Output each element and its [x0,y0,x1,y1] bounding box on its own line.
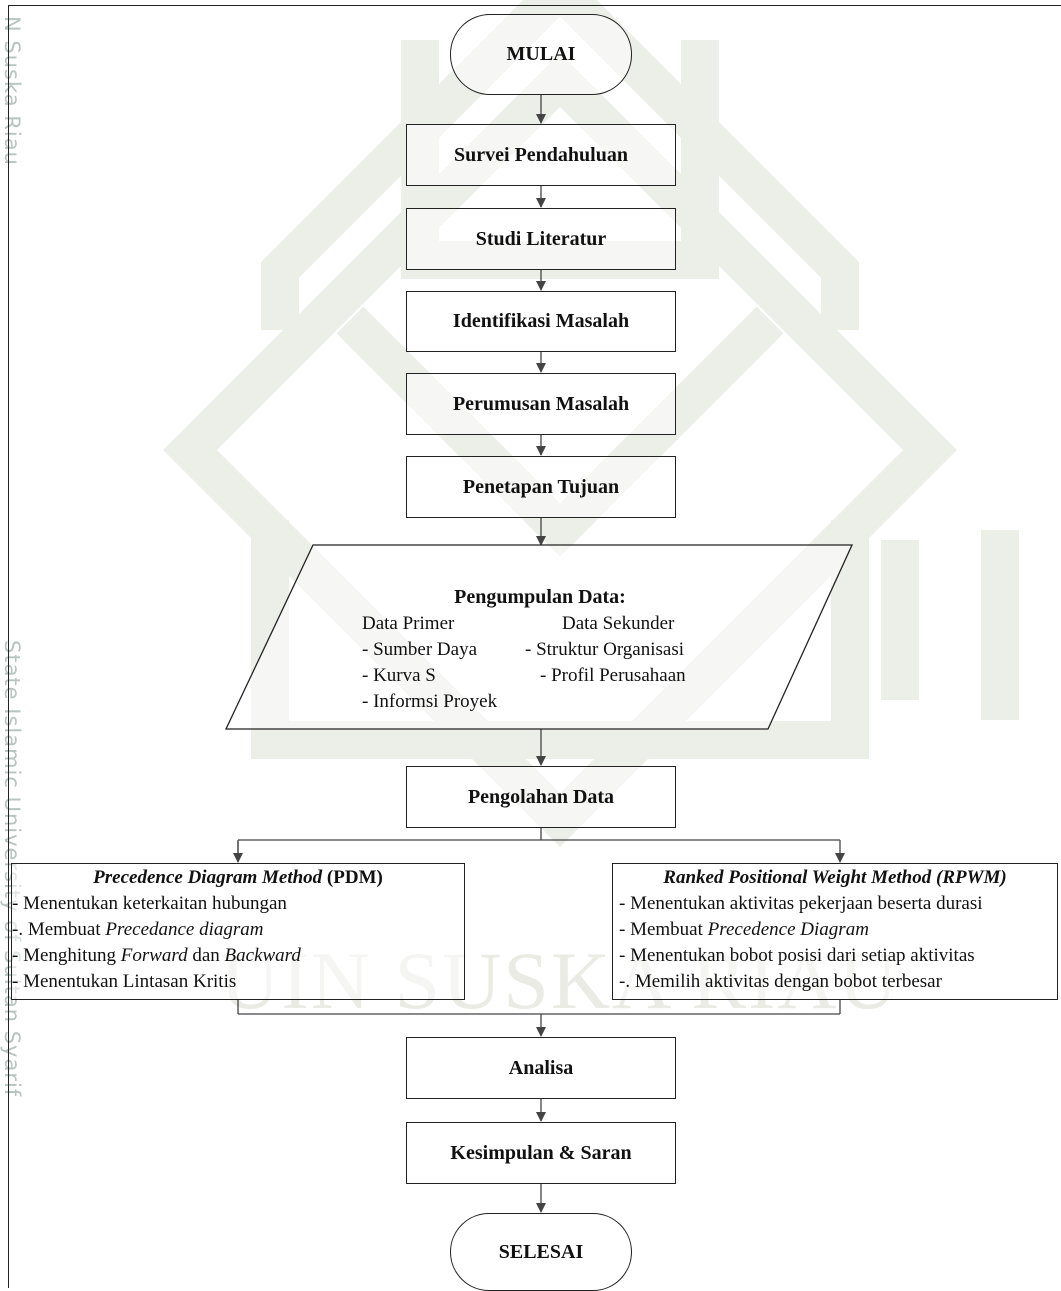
step-survei-pendahuluan: Survei Pendahuluan [406,124,676,186]
pdm-line: - Menentukan keterkaitan hubungan [12,893,287,914]
pdm-line: - Menghitung Forward dan Backward [12,943,464,969]
pdm-title-suffix: (PDM) [322,867,383,888]
pdm-line-text: dan [187,945,225,966]
rpwm-title: Ranked Positional Weight Method (RPWM) [613,865,1057,891]
pdm-title: Precedence Diagram Method (PDM) [12,865,464,891]
end-label: SELESAI [498,1240,584,1263]
step-label: Perumusan Masalah [452,392,630,415]
rpwm-line: - Menentukan aktivitas pekerjaan beserta… [619,893,983,914]
step-label: Analisa [508,1056,574,1079]
primary-item: - Informsi Proyek [362,691,498,712]
step-kesimpulan-saran: Kesimpulan & Saran [406,1122,676,1184]
data-collection-content: Pengumpulan Data: Data Primer Data Sekun… [355,586,725,726]
page-frame-top [8,5,1061,7]
pdm-line-text: - Menghitung [12,945,121,966]
step-studi-literatur: Studi Literatur [406,208,676,270]
start-label: MULAI [506,43,576,65]
pdm-line-text: -. Membuat [12,919,106,940]
primary-item: - Sumber Daya [362,639,478,660]
rpwm-title-italic: Ranked Positional Weight Method (RPWM) [663,867,1007,888]
rpwm-line-text: - Membuat [619,919,708,940]
step-label: Identifikasi Masalah [452,310,630,332]
primary-item: - Kurva S [362,665,436,686]
pdm-box: Precedence Diagram Method (PDM) - Menent… [11,863,465,1000]
page-frame-left [8,5,10,1288]
step-penetapan-tujuan: Penetapan Tujuan [406,456,676,518]
rpwm-line: - Membuat Precedence Diagram [613,917,1057,943]
side-watermark-top: N Suska Riau [0,16,24,166]
secondary-header: Data Sekunder [562,613,675,634]
start-terminal: MULAI [450,14,632,95]
data-collection-title: Pengumpulan Data: [454,586,626,608]
step-label: Kesimpulan & Saran [450,1141,632,1164]
pdm-line-italic: Precedance diagram [105,919,264,940]
step-perumusan-masalah: Perumusan Masalah [406,373,676,435]
pdm-line-italic: Backward [224,945,301,966]
step-label: Studi Literatur [475,227,607,250]
pdm-title-italic: Precedence Diagram Method [93,867,323,888]
pdm-line: -. Membuat Precedance diagram [12,917,464,943]
rpwm-line: - Menentukan bobot posisi dari setiap ak… [619,945,975,966]
rpwm-box: Ranked Positional Weight Method (RPWM) -… [612,863,1058,1000]
secondary-item: - Struktur Organisasi [525,639,685,660]
pdm-line: - Menentukan Lintasan Kritis [12,971,237,992]
step-label: Penetapan Tujuan [462,475,620,498]
end-terminal: SELESAI [450,1213,632,1291]
pdm-line-italic: Forward [120,945,188,966]
secondary-item: - Profil Perusahaan [540,665,686,686]
step-identifikasi-masalah: Identifikasi Masalah [406,291,676,352]
step-pengolahan-data: Pengolahan Data [406,766,676,828]
step-label: Pengolahan Data [467,785,615,808]
step-label: Survei Pendahuluan [454,143,628,166]
data-collection-shape [224,544,854,730]
step-analisa: Analisa [406,1037,676,1099]
rpwm-line: -. Memilih aktivitas dengan bobot terbes… [619,971,942,992]
rpwm-line-italic: Precedence Diagram [707,919,869,940]
primary-header: Data Primer [362,613,455,634]
